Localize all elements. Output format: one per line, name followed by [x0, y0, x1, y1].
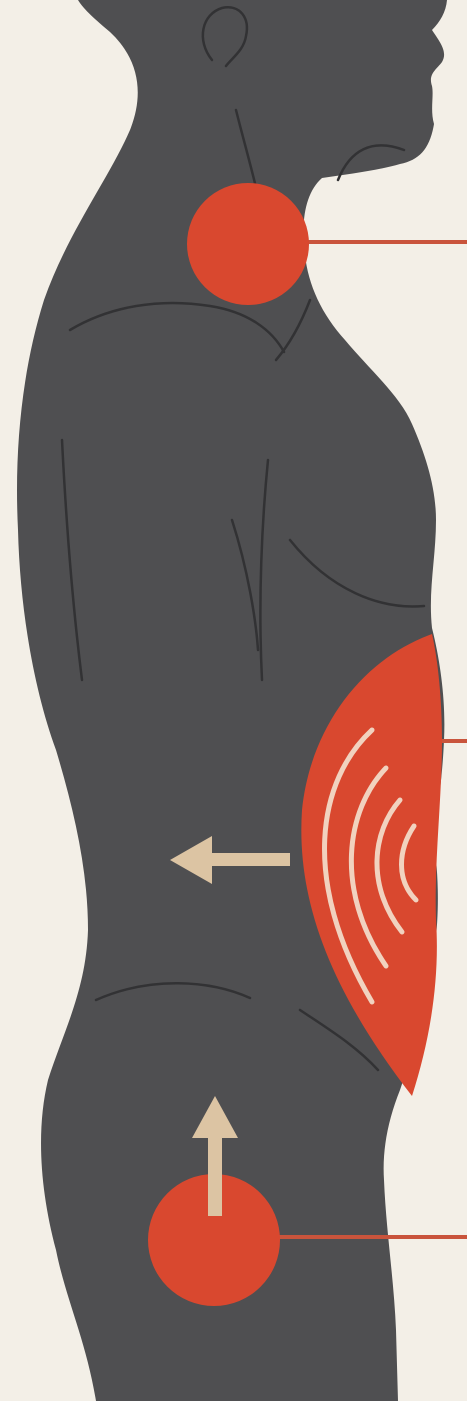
- neck-marker: [187, 183, 309, 305]
- arrow-up-shaft: [208, 1130, 222, 1216]
- arrow-left-shaft: [206, 853, 290, 866]
